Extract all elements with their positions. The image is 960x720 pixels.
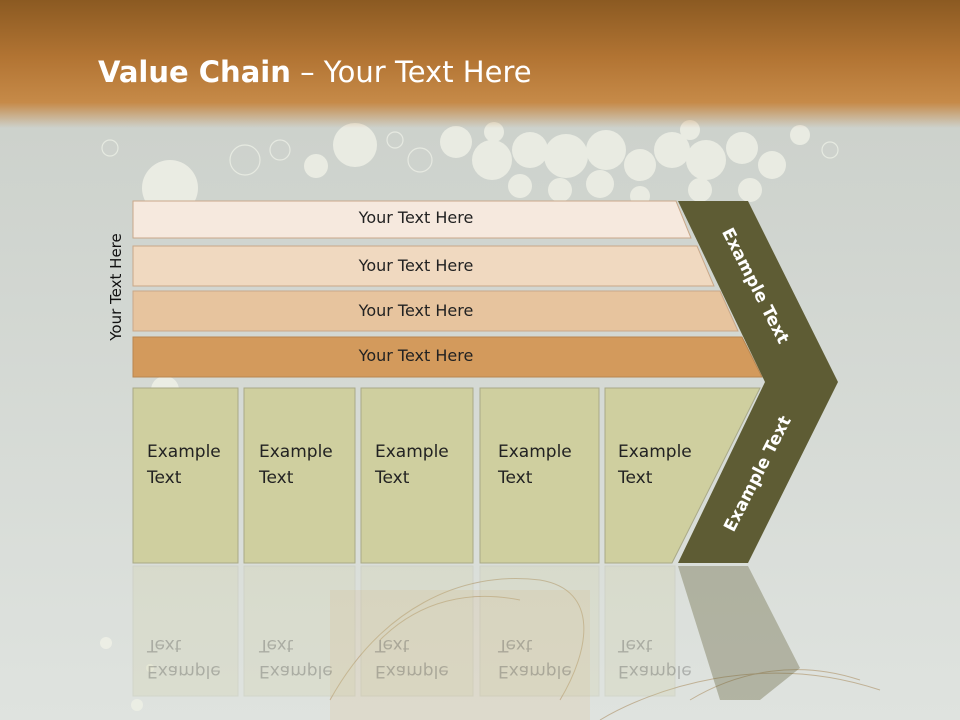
bar-4: [132, 336, 763, 378]
fish-decoration: [329, 578, 881, 720]
cell-5: [604, 387, 761, 564]
chevron-reflection: [678, 566, 800, 700]
title-rest: – Your Text Here: [290, 55, 532, 89]
cell-2-reflection: [243, 565, 356, 697]
cell-3-reflection: [360, 565, 474, 697]
cell-3: [360, 387, 474, 564]
bar-label-1: Your Text Here: [358, 208, 474, 227]
slide-title: Value Chain – Your Text Here: [98, 55, 532, 89]
cell-2: [243, 387, 356, 564]
bar-label-4: Your Text Here: [358, 346, 474, 365]
chevron-shape: [678, 201, 838, 563]
title-bold: Value Chain: [98, 55, 291, 89]
bar-label-2: Your Text Here: [358, 256, 474, 275]
cell-4-reflection: [479, 565, 600, 697]
bar-3: [132, 290, 739, 332]
bar-1: [132, 200, 692, 239]
bar-2: [132, 245, 715, 287]
cell-1-reflection: [132, 565, 239, 697]
cell-4: [479, 387, 600, 564]
cell-1: [132, 387, 239, 564]
title-banner: [0, 0, 960, 128]
cell-5-reflection: [604, 565, 676, 697]
bar-label-3: Your Text Here: [358, 301, 474, 320]
bubble-decoration: [100, 120, 810, 711]
